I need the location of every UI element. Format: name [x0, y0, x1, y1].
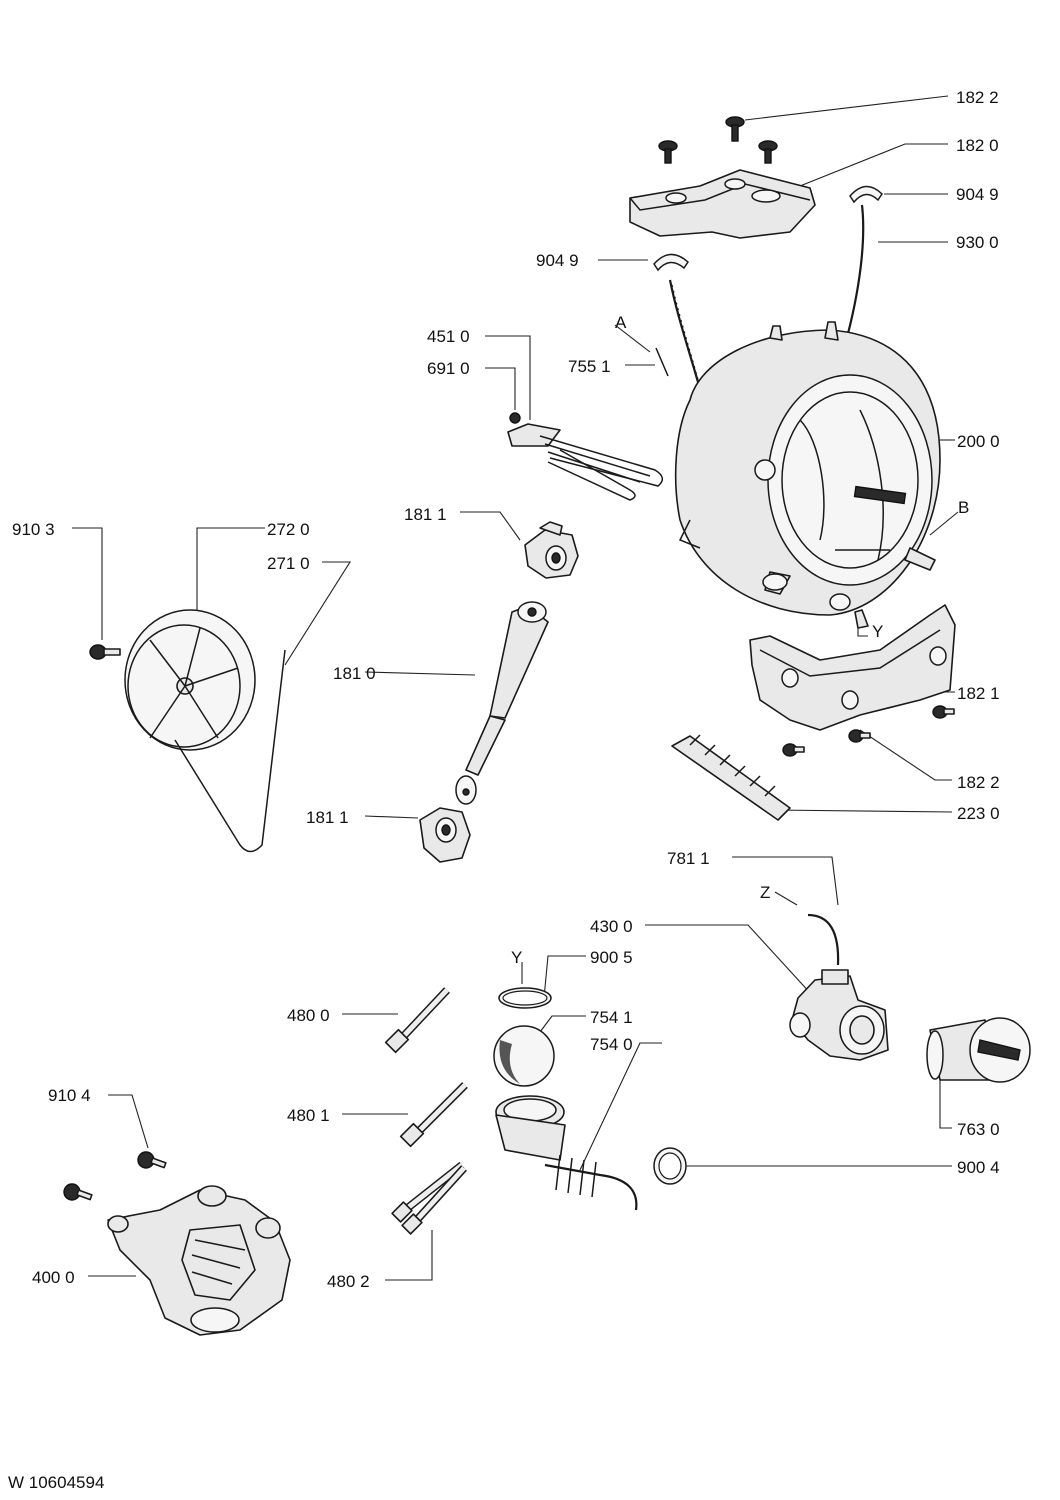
label-754-1: 754 1	[590, 1008, 633, 1027]
label-480-2: 480 2	[327, 1272, 370, 1291]
label-Z: Z	[760, 883, 770, 902]
friction-strip	[671, 734, 791, 821]
hose-right	[843, 204, 865, 346]
label-754-0: 754 0	[590, 1035, 633, 1054]
label-182-0: 182 0	[956, 136, 999, 155]
motor	[107, 1185, 291, 1336]
bolt-480-1	[399, 1082, 468, 1148]
label-A: A	[615, 313, 627, 332]
pump	[789, 969, 889, 1061]
bolt-480-0	[384, 987, 450, 1054]
part-labels: 182 2 182 0 904 9 930 0 904 9 451 0 A 69…	[8, 88, 1000, 1492]
label-910-4: 910 4	[48, 1086, 91, 1105]
elbow-hose	[807, 913, 840, 966]
label-430-0: 430 0	[590, 917, 633, 936]
label-451-0: 451 0	[427, 327, 470, 346]
label-223-0: 223 0	[957, 804, 1000, 823]
ring-900-5	[498, 987, 552, 1009]
leader-lines	[72, 95, 959, 1281]
screw-top-left	[658, 140, 678, 164]
clamp-left	[653, 253, 689, 272]
label-181-0: 181 0	[333, 664, 376, 683]
clamp-right	[849, 185, 883, 204]
screw-pulley	[89, 644, 121, 660]
screw-motor	[63, 1183, 93, 1201]
mount-bottom	[419, 807, 471, 863]
heater-element	[507, 412, 664, 501]
counterweight-bottom	[749, 604, 956, 731]
label-781-1: 781 1	[667, 849, 710, 868]
label-272-0: 272 0	[267, 520, 310, 539]
label-B: B	[958, 498, 969, 517]
label-182-2-bottom: 182 2	[957, 773, 1000, 792]
label-480-1: 480 1	[287, 1106, 330, 1125]
counterweight-top	[629, 169, 816, 239]
label-181-1-bottom: 181 1	[306, 808, 349, 827]
label-271-0: 271 0	[267, 554, 310, 573]
label-904-9-left: 904 9	[536, 251, 579, 270]
label-181-1-top: 181 1	[404, 505, 447, 524]
mount-top	[524, 521, 579, 579]
screws-bottom	[782, 705, 955, 757]
drawing-id: W 10604594	[8, 1473, 104, 1492]
label-900-4: 900 4	[957, 1158, 1000, 1177]
bolt-480-2	[391, 1161, 467, 1235]
label-900-5: 900 5	[590, 948, 633, 967]
label-400-0: 400 0	[32, 1268, 75, 1287]
label-691-0: 691 0	[427, 359, 470, 378]
label-930-0: 930 0	[956, 233, 999, 252]
pulley	[124, 609, 256, 751]
clamp-900-4	[653, 1147, 687, 1185]
label-763-0: 763 0	[957, 1120, 1000, 1139]
label-910-3: 910 3	[12, 520, 55, 539]
label-200-0: 200 0	[957, 432, 1000, 451]
tub-assembly	[674, 321, 941, 629]
belt	[174, 649, 286, 853]
label-480-0: 480 0	[287, 1006, 330, 1025]
ball-754-1	[493, 1025, 555, 1087]
shock-absorber	[455, 601, 549, 805]
label-Y-top: Y	[872, 622, 883, 641]
screw-910-4	[137, 1151, 167, 1169]
sump-hose	[495, 1095, 638, 1211]
label-755-1: 755 1	[568, 357, 611, 376]
label-904-9-right: 904 9	[956, 185, 999, 204]
pin-part	[655, 347, 669, 377]
screw-top-right	[758, 140, 778, 164]
screw-top-center	[725, 116, 745, 142]
filter	[926, 1017, 1031, 1083]
label-Y-bottom: Y	[511, 948, 522, 967]
label-182-2-top: 182 2	[956, 88, 999, 107]
label-182-1: 182 1	[957, 684, 1000, 703]
